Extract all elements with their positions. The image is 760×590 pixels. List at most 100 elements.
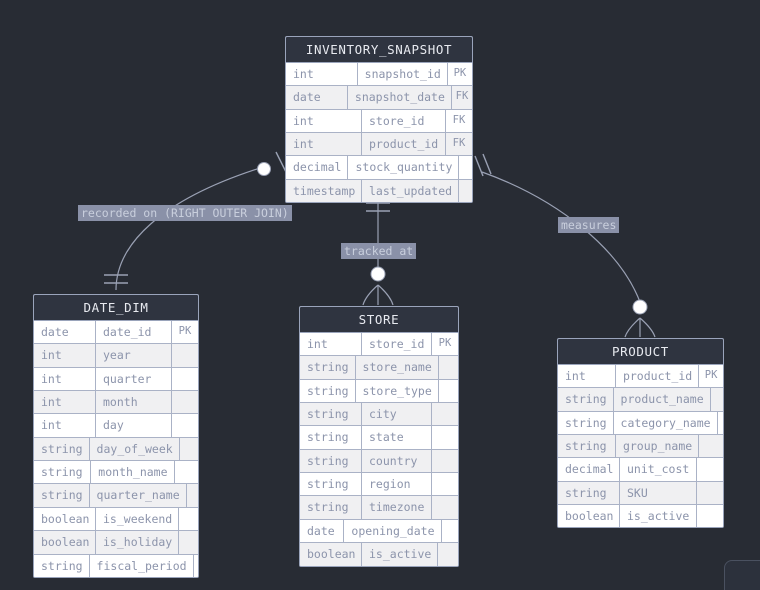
attribute-key (718, 412, 723, 434)
attribute-name: store_id (362, 109, 446, 132)
attribute-name: city (362, 402, 432, 426)
attribute-name: quarter_name (90, 484, 187, 507)
attribute-type: boolean (558, 505, 620, 528)
entity-title: DATE_DIM (34, 295, 198, 321)
attribute-type: int (286, 62, 358, 86)
attribute-key (172, 414, 198, 436)
attribute-name: unit_cost (620, 458, 697, 481)
attribute-key (439, 356, 458, 378)
attribute-type: string (558, 434, 616, 458)
attribute-name: is_holiday (96, 531, 180, 554)
attribute-key (432, 426, 458, 448)
attribute-key: PK (453, 66, 467, 79)
attribute-key (172, 344, 198, 366)
relationship-label: recorded on (RIGHT OUTER JOIN) (78, 205, 292, 222)
attribute-key (697, 482, 723, 504)
edge-date-dim-inventory (115, 167, 261, 291)
attribute-name: product_id (616, 364, 700, 388)
attribute-key (459, 180, 472, 202)
attribute-name: snapshot_date (348, 86, 452, 109)
edge-inventory-product (481, 171, 641, 303)
attribute-key (172, 368, 198, 390)
attribute-name: country (362, 449, 432, 472)
attribute-key (432, 450, 458, 472)
attribute-name: day (96, 414, 172, 437)
attribute-type: string (300, 402, 362, 426)
attribute-name: fiscal_period (90, 554, 194, 577)
attribute-key (459, 156, 472, 178)
attribute-type: string (300, 449, 362, 472)
attribute-key (172, 391, 198, 413)
attribute-name: region (362, 473, 432, 496)
attribute-name: date_id (96, 320, 172, 344)
attribute-type: decimal (286, 156, 349, 179)
attribute-name: opening_date (344, 519, 442, 543)
attribute-type: string (34, 437, 90, 460)
cardinality-exactly-one-right (474, 153, 492, 177)
attribute-name: is_active (620, 505, 697, 528)
attribute-name: product_id (362, 132, 446, 156)
attribute-name: product_name (614, 388, 711, 411)
attribute-key (697, 505, 723, 527)
attribute-type: decimal (558, 458, 620, 481)
attribute-type: date (286, 86, 348, 109)
attribute-type: string (34, 484, 90, 507)
attribute-type: boolean (34, 531, 96, 554)
attribute-type: date (300, 519, 345, 543)
attribute-type: int (300, 332, 362, 356)
attribute-name: store_type (356, 379, 439, 402)
attribute-type: string (300, 496, 362, 519)
attribute-type: string (300, 379, 356, 402)
attribute-name: store_id (362, 332, 432, 356)
corner-widget[interactable] (724, 560, 760, 590)
attribute-name: quarter (96, 367, 172, 390)
attribute-name: is_weekend (96, 507, 180, 531)
attribute-key (175, 461, 198, 483)
attribute-type: int (34, 414, 96, 437)
attribute-name: category_name (614, 411, 718, 434)
attribute-key (699, 435, 723, 457)
relationship-label: measures (558, 217, 620, 234)
attribute-key (179, 531, 198, 553)
cardinality-crowsfoot-store (362, 284, 394, 306)
relationship-label: tracked at (341, 243, 417, 260)
attribute-name: month (96, 390, 172, 414)
attribute-name: group_name (616, 434, 700, 458)
entity-title: INVENTORY_SNAPSHOT (286, 37, 472, 63)
attribute-type: int (286, 109, 362, 132)
attribute-name: year (96, 344, 172, 367)
cardinality-crowsfoot-product (624, 317, 656, 338)
attribute-type: boolean (34, 507, 96, 531)
attribute-type: int (558, 364, 616, 388)
attribute-type: string (34, 554, 90, 577)
attribute-type: date (34, 320, 96, 344)
attribute-type: int (34, 344, 96, 367)
attribute-name: day_of_week (90, 437, 180, 460)
attribute-key (439, 380, 458, 402)
attribute-key: PK (704, 368, 718, 381)
attribute-key (180, 438, 198, 460)
